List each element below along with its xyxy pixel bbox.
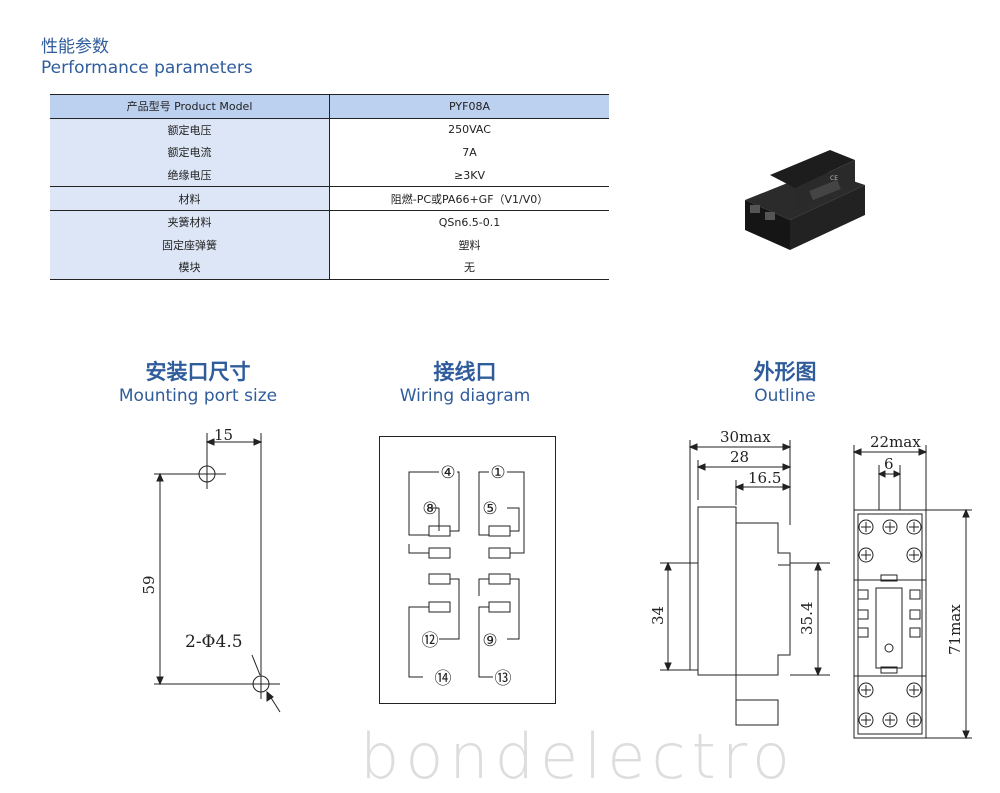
table-cell-label: 额定电压 [50, 118, 330, 142]
terminal-12: ⑫ [422, 631, 439, 651]
table-row: 额定电压 250VAC [50, 118, 609, 142]
wiring-title-en: Wiring diagram [399, 386, 531, 406]
table-header-row: 产品型号 Product Model PYF08A [50, 94, 609, 119]
table-cell-value: ≥3KV [329, 163, 609, 188]
dim-16-5: 16.5 [748, 469, 781, 487]
outline-front-drawing: 22max 6 71max [852, 433, 972, 740]
table-row: 绝缘电压 ≥3KV [50, 163, 609, 188]
wiring-title-cn: 接线口 [433, 360, 497, 384]
outline-title-en: Outline [754, 386, 816, 406]
section-title-cn: 性能参数 [41, 37, 109, 57]
table-cell-label: 模块 [50, 256, 330, 280]
terminal-13: ⑬ [495, 669, 512, 689]
mounting-title-en: Mounting port size [118, 386, 278, 406]
performance-table: 产品型号 Product Model PYF08A 额定电压 250VAC 额定… [50, 94, 609, 280]
table-cell-value: 7A [329, 141, 609, 164]
mounting-title-cn: 安装口尺寸 [145, 360, 251, 384]
product-photo: CE [745, 150, 865, 250]
dim-71max: 71max [946, 604, 964, 655]
table-header-label: 产品型号 Product Model [50, 94, 330, 119]
table-cell-label: 材料 [50, 186, 330, 211]
outline-title-cn: 外形图 [753, 360, 817, 384]
dim-width: 15 [214, 426, 233, 444]
table-row: 固定座弹簧 塑料 [50, 233, 609, 257]
svg-text:CE: CE [830, 175, 838, 182]
section-title-en: Performance parameters [41, 58, 253, 78]
mounting-drawing: 15 59 2-Φ4.5 [140, 426, 281, 713]
dim-6: 6 [884, 455, 894, 473]
terminal-14: ⑭ [435, 669, 452, 689]
watermark: bondelectro [360, 720, 796, 793]
dim-30max: 30max [720, 428, 771, 446]
table-cell-value: QSn6.5-0.1 [329, 210, 609, 234]
table-cell-label: 额定电流 [50, 141, 330, 164]
table-row: 材料 阻燃-PC或PA66+GF（V1/V0） [50, 186, 609, 211]
terminal-1: ① [490, 463, 505, 483]
table-cell-value: 250VAC [329, 118, 609, 142]
terminal-4: ④ [440, 463, 455, 483]
dim-28: 28 [730, 448, 749, 466]
table-cell-value: 塑料 [329, 233, 609, 257]
table-cell-value: 阻燃-PC或PA66+GF（V1/V0） [329, 186, 609, 211]
table-row: 模块 无 [50, 256, 609, 280]
table-cell-label: 固定座弹簧 [50, 233, 330, 257]
dim-22max: 22max [870, 433, 921, 451]
table-cell-label: 夹簧材料 [50, 210, 330, 234]
table-cell-label: 绝缘电压 [50, 163, 330, 188]
wiring-drawing: ④ ① ⑧ ⑤ ⑫ ⑨ ⑭ ⑬ [379, 436, 556, 704]
terminal-8: ⑧ [422, 499, 437, 519]
terminal-9: ⑨ [482, 631, 497, 651]
dim-height: 59 [140, 575, 158, 594]
table-row: 夹簧材料 QSn6.5-0.1 [50, 210, 609, 234]
table-header-value: PYF08A [329, 94, 609, 119]
table-cell-value: 无 [329, 256, 609, 280]
table-row: 额定电流 7A [50, 141, 609, 164]
dim-35-4: 35.4 [798, 602, 816, 635]
hole-label: 2-Φ4.5 [185, 632, 243, 652]
terminal-5: ⑤ [482, 499, 497, 519]
outline-side-drawing: 30max 28 16.5 34 35.4 [649, 428, 830, 726]
dim-34: 34 [649, 606, 667, 625]
